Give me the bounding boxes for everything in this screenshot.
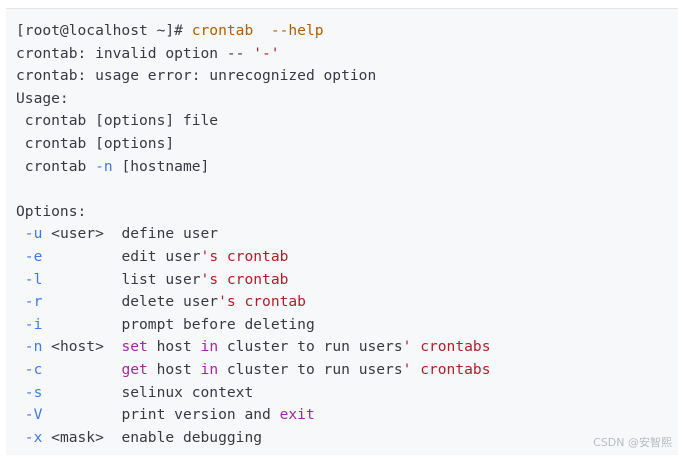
- code-token: 's crontab: [218, 293, 306, 311]
- code-token: --help: [270, 22, 324, 39]
- code-token: -c: [24, 360, 43, 378]
- code-token: set: [121, 338, 148, 356]
- code-token: [16, 338, 25, 355]
- code-token: list user: [42, 270, 201, 288]
- code-token: [16, 406, 25, 423]
- code-line: crontab -n [hostname]: [16, 156, 491, 179]
- code-line: -c get host in cluster to run users' cro…: [16, 359, 491, 382]
- code-token: -s: [24, 383, 43, 401]
- code-token: [16, 361, 25, 378]
- code-token: crontab: [16, 157, 96, 175]
- code-token: -n: [95, 157, 113, 175]
- code-token: crontab [options]: [16, 134, 175, 152]
- code-token: print version and: [42, 406, 280, 424]
- code-token: -x: [24, 428, 43, 446]
- code-token: [16, 316, 25, 333]
- code-token: cluster to run users: [218, 360, 403, 378]
- code-token: ' crontabs: [402, 338, 491, 356]
- code-token: Usage:: [16, 89, 69, 107]
- code-line: crontab: invalid option -- '-': [16, 43, 491, 66]
- code-token: '-': [253, 44, 280, 62]
- code-token: crontab [options] file: [16, 112, 219, 130]
- code-token: <user> define user: [42, 225, 219, 243]
- code-token: cluster to run users: [218, 338, 403, 356]
- code-token: <host>: [42, 338, 122, 356]
- code-token: -l: [24, 270, 43, 288]
- code-token: crontab: usage error: unrecognized optio…: [16, 67, 377, 85]
- code-token: ' crontabs: [402, 360, 491, 378]
- code-token: -i: [24, 315, 43, 333]
- code-line: -x <mask> enable debugging: [16, 427, 491, 450]
- code-line: -i prompt before deleting: [16, 314, 491, 337]
- code-token: -u: [24, 225, 43, 243]
- code-line: Usage:: [16, 88, 491, 111]
- code-line: -l list user's crontab: [16, 269, 491, 292]
- code-token: -r: [24, 293, 43, 311]
- code-token: [16, 384, 25, 401]
- code-token: [16, 429, 25, 446]
- code-token: in: [200, 360, 219, 378]
- code-token: [16, 248, 25, 265]
- code-token: [hostname]: [112, 157, 210, 175]
- code-token: -e: [24, 247, 43, 265]
- code-line: -e edit user's crontab: [16, 246, 491, 269]
- code-token: [253, 22, 271, 39]
- code-token: in: [200, 338, 219, 356]
- code-token: 's crontab: [200, 270, 289, 288]
- code-token: -n: [24, 338, 43, 356]
- code-line: -V print version and exit: [16, 404, 491, 427]
- code-token: get: [121, 360, 148, 378]
- code-token: host: [147, 360, 201, 378]
- code-token: Options:: [16, 202, 87, 220]
- code-token: selinux context: [42, 383, 254, 401]
- code-line: -n <host> set host in cluster to run use…: [16, 336, 491, 359]
- code-line: Options:: [16, 201, 491, 224]
- code-token: 's crontab: [200, 247, 289, 265]
- code-line: crontab: usage error: unrecognized optio…: [16, 65, 491, 88]
- code-line: crontab [options]: [16, 133, 491, 156]
- code-token: delete user: [42, 293, 219, 311]
- code-line: [root@localhost ~]# crontab --help: [16, 20, 491, 43]
- code-token: [42, 361, 121, 378]
- code-token: [16, 293, 25, 310]
- code-line: [16, 178, 491, 201]
- code-token: -V: [24, 406, 43, 424]
- code-token: crontab: [191, 22, 254, 39]
- code-token: crontab: invalid option --: [16, 44, 254, 62]
- code-token: exit: [279, 406, 315, 424]
- code-token: [16, 271, 25, 288]
- code-line: -r delete user's crontab: [16, 291, 491, 314]
- csdn-watermark: CSDN @安智熙: [593, 436, 672, 449]
- code-token: [16, 225, 25, 242]
- code-line: -u <user> define user: [16, 223, 491, 246]
- code-token: edit user: [42, 247, 201, 265]
- code-token: prompt before deleting: [42, 315, 315, 333]
- code-line: -s selinux context: [16, 382, 491, 405]
- code-token: <mask> enable debugging: [42, 428, 263, 446]
- code-line: crontab [options] file: [16, 110, 491, 133]
- code-token: [root@localhost ~]#: [16, 22, 192, 39]
- code-token: host: [147, 338, 201, 356]
